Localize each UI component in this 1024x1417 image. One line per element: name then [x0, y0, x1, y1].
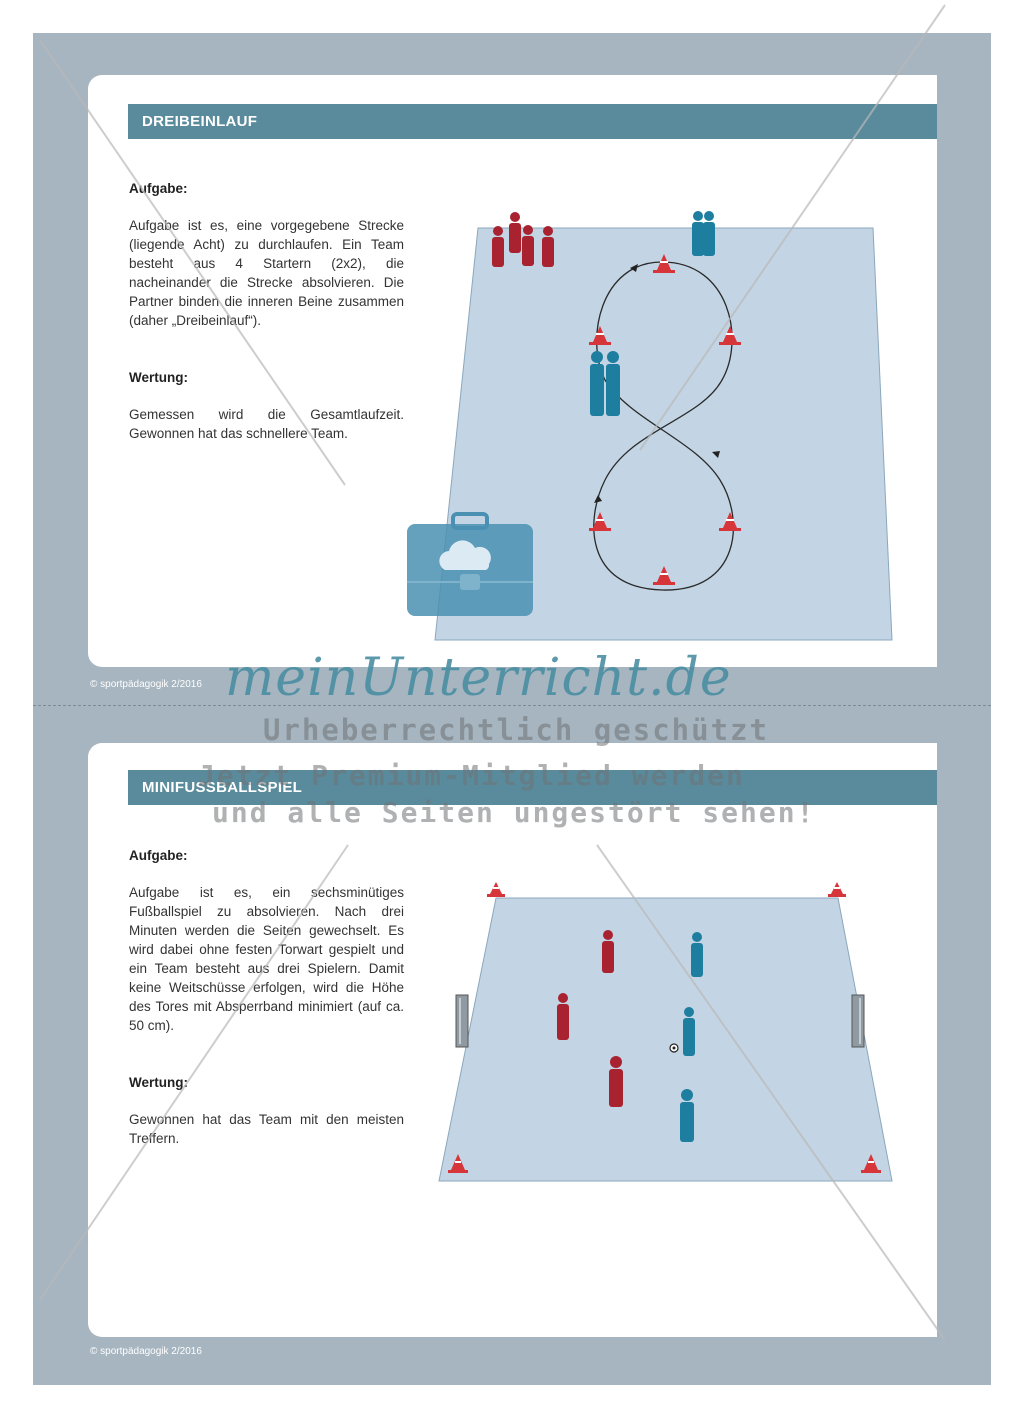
task-heading: Aufgabe: [129, 848, 188, 863]
cone-icon [719, 512, 741, 531]
rating-text: Gemessen wird die Gesamtlaufzeit. Gewonn… [129, 407, 404, 441]
task-heading: Aufgabe: [129, 181, 188, 196]
copyright: © sportpädagogik 2/2016 [90, 679, 202, 690]
copyright: © sportpädagogik 2/2016 [90, 1346, 202, 1357]
goal-icon [851, 994, 865, 1048]
rating-heading: Wertung: [129, 1075, 188, 1090]
section-text: Aufgabe: Aufgabe ist es, eine vorgegeben… [129, 179, 404, 443]
briefcase-cloud-icon [407, 512, 533, 616]
arrow-icon [712, 451, 720, 458]
blue-pair-icon [590, 351, 620, 416]
cone-icon [448, 1154, 468, 1173]
blue-player-icon [691, 932, 703, 977]
cone-icon [828, 882, 846, 897]
blue-player-icon [683, 1007, 695, 1056]
soccer-field [438, 882, 893, 1182]
arrow-icon [630, 264, 638, 272]
blue-player-icon [680, 1089, 694, 1142]
section-title: MINIFUSSBALLSPIEL [128, 770, 937, 805]
field-area [438, 897, 893, 1182]
section-title: DREIBEINLAUF [128, 104, 937, 139]
goal-icon [455, 994, 469, 1048]
red-player-icon [609, 1056, 623, 1107]
cone-icon [589, 512, 611, 531]
task-text: Aufgabe ist es, eine vorgegebene Strecke… [129, 218, 404, 328]
arrow-icon [594, 495, 602, 503]
cone-icon [487, 882, 505, 897]
watermark-line: Jetzt Premium-Mitglied werden [198, 759, 745, 792]
red-player-icon [557, 993, 569, 1040]
divider [33, 705, 991, 706]
watermark-line: Urheberrechtlich geschützt [263, 713, 769, 747]
blue-pair-icon [692, 211, 715, 256]
red-player-icon [602, 930, 614, 973]
cone-icon [653, 566, 675, 585]
rating-text: Gewonnen hat das Team mit den meisten Tr… [129, 1112, 404, 1146]
cone-icon [589, 326, 611, 345]
rating-heading: Wertung: [129, 370, 188, 385]
ball-icon [669, 1043, 679, 1053]
watermark-line: und alle Seiten ungestört sehen! [212, 796, 816, 829]
section-text: Aufgabe: Aufgabe ist es, ein sechsminüti… [129, 846, 404, 1148]
task-text: Aufgabe ist es, ein sechsminütiges Fußba… [129, 885, 404, 1033]
red-team-icon [492, 212, 554, 267]
watermark-logo: meinUnterricht.de [225, 648, 732, 708]
